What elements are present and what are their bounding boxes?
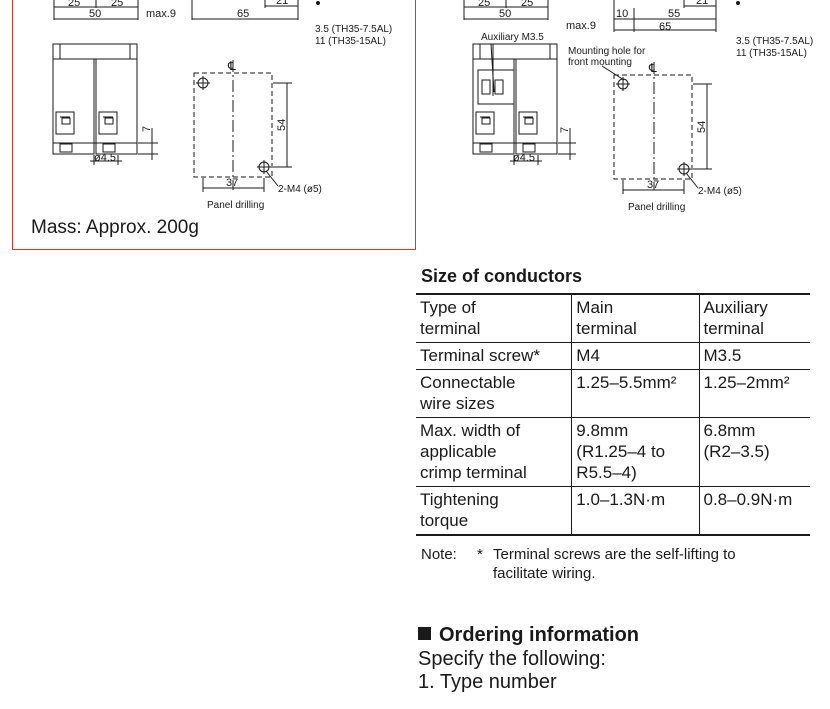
- model-note-2: 11 (TH35-15AL): [315, 36, 386, 47]
- centerline-symbol: ℄: [648, 61, 657, 75]
- dim-7: 7: [559, 127, 571, 133]
- ordering-title: Ordering information: [418, 624, 639, 647]
- dim-50: 50: [89, 8, 101, 20]
- table-cell: 1.0–1.3N·m: [571, 486, 700, 536]
- model-note-2: 11 (TH35-15AL): [736, 48, 807, 59]
- dim-54: 54: [276, 119, 288, 131]
- dim-phi45: ø4.5: [94, 152, 116, 164]
- table-cell: 1.25–2mm²: [698, 369, 810, 418]
- ordering-line-2: 1. Type number: [418, 671, 557, 693]
- mounting-hole-label-2: front mounting: [568, 57, 632, 68]
- dim-25a: 25: [478, 0, 490, 9]
- panel-drilling-label: Panel drilling: [628, 202, 685, 213]
- product-frame: [12, 0, 416, 250]
- note-asterisk: *: [477, 546, 483, 563]
- dim-21: 21: [696, 0, 708, 7]
- table-cell: 1.25–5.5mm²: [571, 369, 700, 418]
- mounting-hole-label-1: Mounting hole for: [568, 46, 646, 57]
- right-dimension-drawing: 25 25 50 max.9 10 55 21 65 Auxiliary M3.…: [463, 0, 813, 213]
- left-dimension-drawing: 25 25 50 max.9 65 21 3.5 (TH35-7.5AL) 11…: [52, 0, 392, 211]
- table-cell: 6.8mm(R2–3.5): [698, 417, 810, 487]
- dim-50: 50: [499, 8, 511, 20]
- table-cell: M4: [571, 342, 700, 370]
- note-label: Note:: [421, 546, 457, 563]
- hole-label: 2-M4 (ø5): [698, 186, 742, 197]
- centerline-symbol: ℄: [227, 59, 236, 73]
- dim-10: 10: [616, 8, 628, 20]
- table-row: Terminal screw* M4 M3.5: [416, 342, 810, 370]
- hole-label: 2-M4 (ø5): [278, 184, 322, 195]
- dim-55: 55: [668, 8, 680, 20]
- dim-65: 65: [659, 21, 671, 33]
- conductors-title: Size of conductors: [421, 266, 583, 286]
- dim-54: 54: [696, 121, 708, 133]
- dim-37: 37: [226, 177, 238, 189]
- dim-25b: 25: [521, 0, 533, 9]
- table-cell: 0.8–0.9N·m: [698, 486, 810, 536]
- dim-max9: max.9: [146, 8, 176, 20]
- dim-25a: 25: [68, 0, 80, 9]
- panel-drilling-label: Panel drilling: [207, 200, 264, 211]
- mass-text: Mass: Approx. 200g: [31, 217, 199, 238]
- dim-37: 37: [647, 179, 659, 191]
- note-line-1: Terminal screws are the self-lifting to: [493, 546, 736, 563]
- model-note-1: 3.5 (TH35-7.5AL): [315, 24, 392, 35]
- note-line-2: facilitate wiring.: [493, 565, 596, 582]
- ordering-title-text: Ordering information: [439, 624, 639, 646]
- table-cell: Terminal screw*: [416, 342, 573, 370]
- ordering-line-1: Specify the following:: [418, 648, 606, 670]
- dim-phi45: ø4.5: [513, 152, 535, 164]
- dim-25b: 25: [111, 0, 123, 9]
- dim-7: 7: [141, 126, 153, 132]
- square-bullet-icon: [418, 627, 431, 640]
- table-note: Note: * Terminal screws are the self-lifti…: [421, 545, 736, 583]
- model-note-1: 3.5 (TH35-7.5AL): [736, 36, 813, 47]
- dim-max9: max.9: [566, 20, 596, 32]
- auxiliary-label: Auxiliary M3.5: [481, 32, 544, 43]
- dim-65: 65: [237, 8, 249, 20]
- table-cell: M3.5: [698, 342, 810, 370]
- dim-21: 21: [276, 0, 288, 7]
